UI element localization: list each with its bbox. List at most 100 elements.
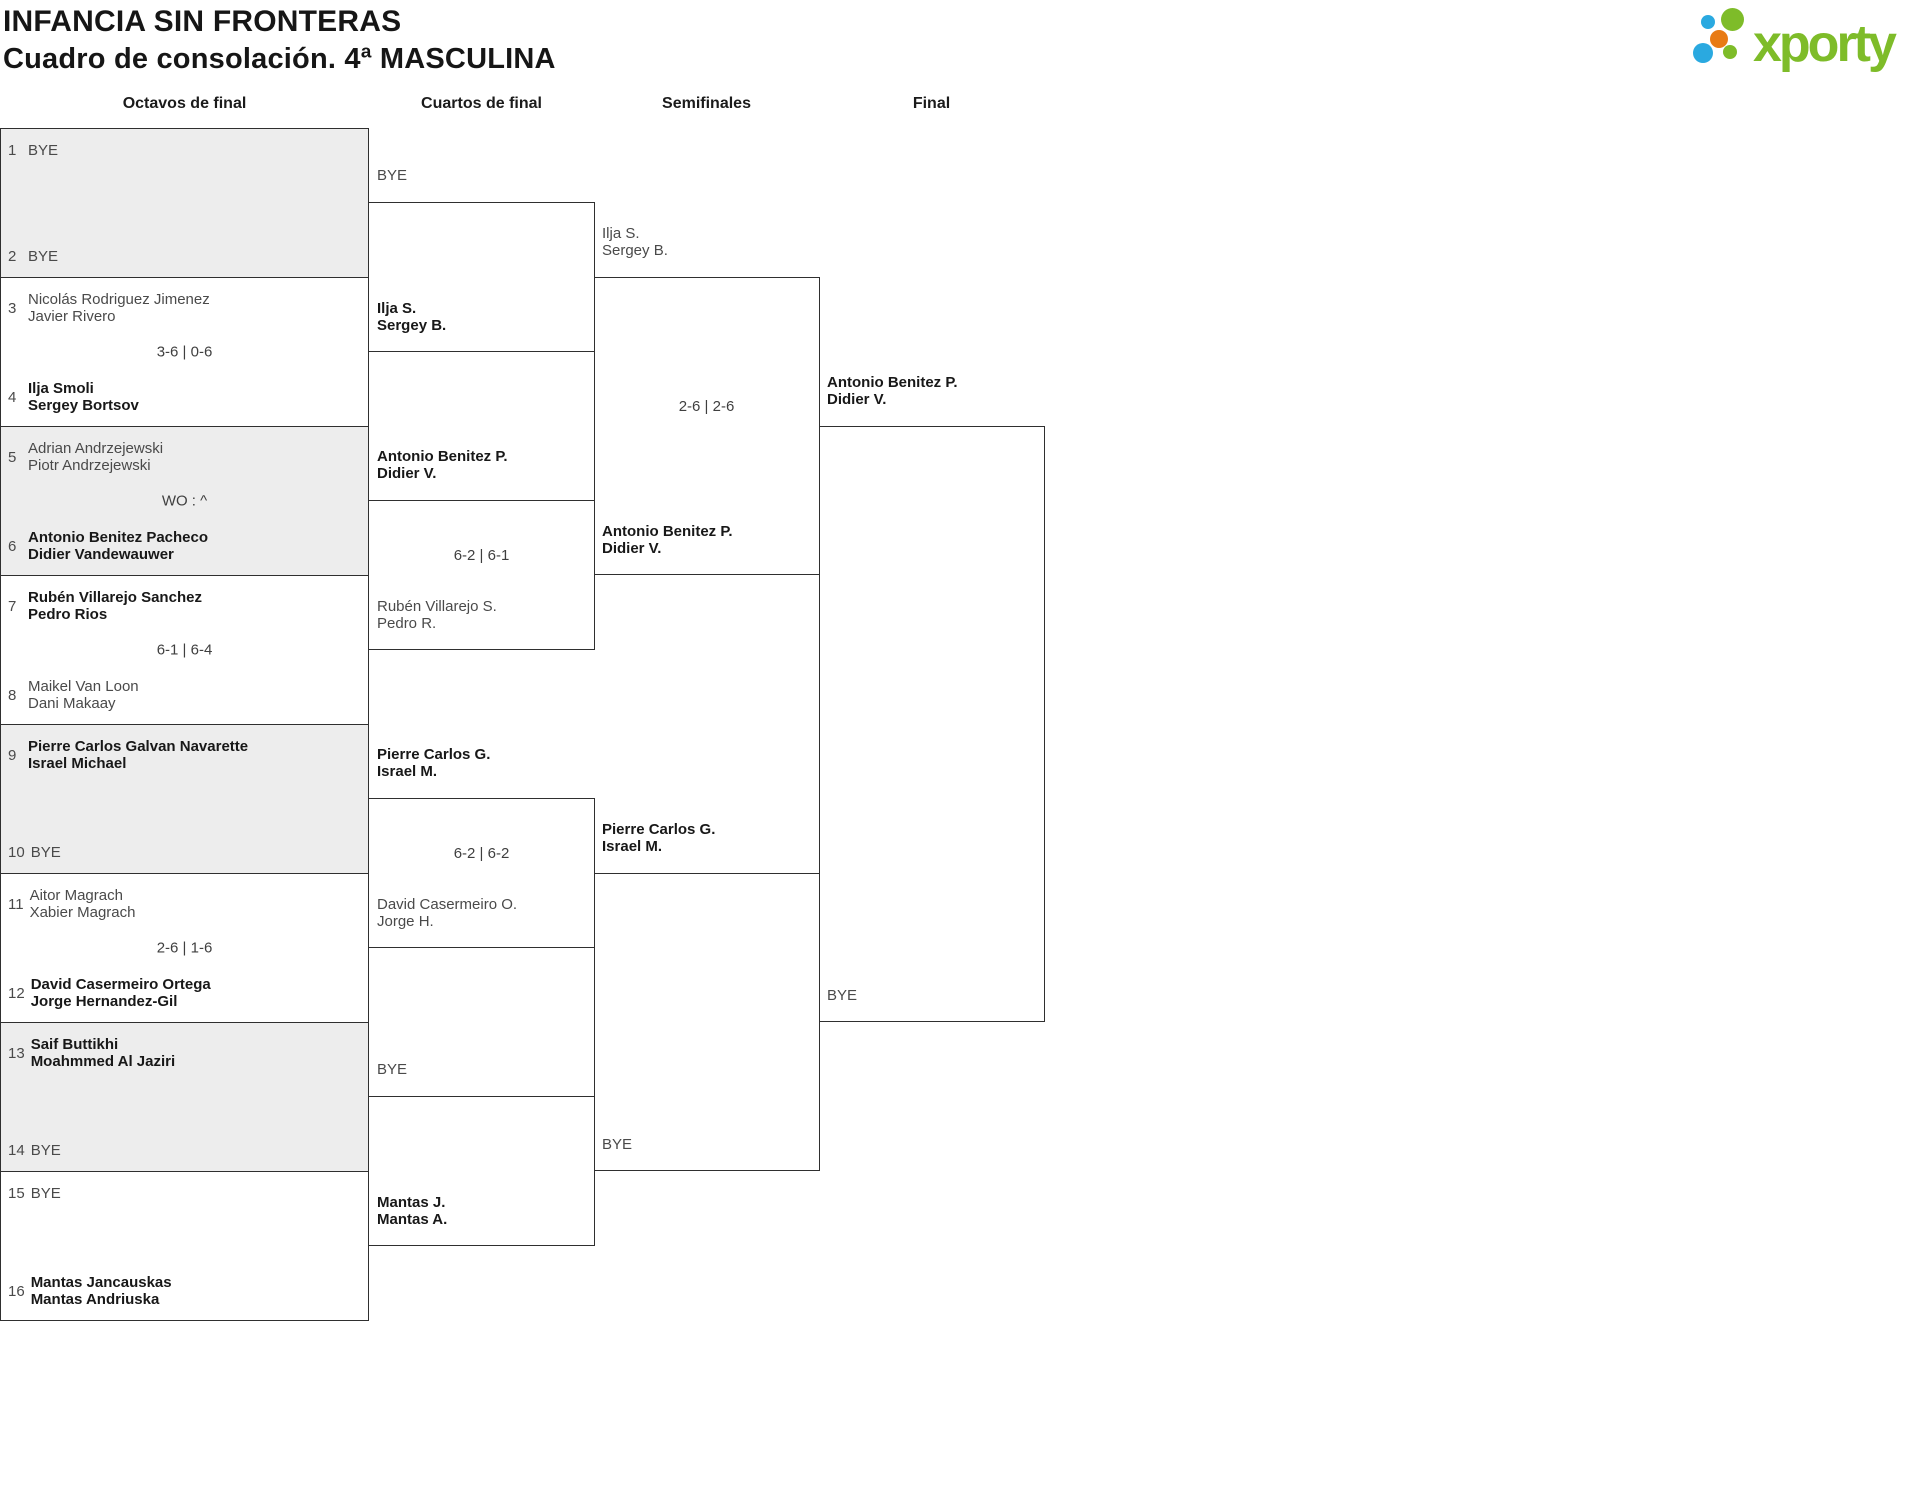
team-name: Xabier Magrach (29, 904, 136, 921)
team-name: Maikel Van Loon (28, 678, 139, 695)
team-name: Jorge Hernandez-Gil (30, 993, 178, 1010)
round-header-cuartos: Cuartos de final (421, 95, 542, 112)
seed-number: 8 (8, 686, 17, 704)
sf1-top-team: Ilja S.Sergey B. (602, 225, 668, 259)
seed-number: 10 (8, 844, 25, 861)
qf1-top-team: BYE (377, 167, 408, 184)
team-name: Antonio Benitez Pacheco (28, 529, 209, 546)
seed-number: 1 (8, 142, 17, 159)
qf3-bottom-team: David Casermeiro O.Jorge H. (377, 896, 518, 930)
team-name: BYE (30, 1142, 61, 1159)
octavos-match-1: 1 BYE 2 BYE (0, 128, 369, 278)
sf1-bottom-team: Antonio Benitez P.Didier V. (602, 523, 733, 557)
logo-dot-green-small (1723, 45, 1737, 59)
team-name: Mantas Jancauskas (30, 1274, 172, 1291)
sf2-bottom-team: BYE (602, 1136, 633, 1153)
team-slot-14: 14 BYE (1, 1142, 368, 1171)
sf1-score: 2-6 | 2-6 (678, 398, 735, 415)
team-name: Ilja Smoli (28, 380, 94, 397)
seed-number: 6 (8, 537, 17, 555)
qf4-top-team: BYE (377, 1061, 408, 1078)
logo-dot-orange (1710, 30, 1728, 48)
team-slot-10: 10 BYE (1, 844, 368, 873)
team-name: Sergey Bortsov (28, 397, 139, 414)
logo-dot-blue-large (1693, 43, 1713, 63)
team-slot-15: 15 BYE (1, 1172, 368, 1202)
seed-number: 5 (8, 448, 17, 466)
team-name: Dani Makaay (28, 695, 116, 712)
match-score: 6-1 | 6-4 (156, 641, 213, 659)
page-header: INFANCIA SIN FRONTERAS Cuadro de consola… (3, 4, 556, 76)
team-name: Pierre Carlos Galvan Navarette (28, 738, 249, 755)
xporty-logo[interactable]: xporty (1690, 0, 1915, 80)
qf4-bottom-team: Mantas J.Mantas A. (377, 1194, 448, 1228)
seed-number: 16 (8, 1282, 25, 1300)
round-header-octavos: Octavos de final (122, 95, 247, 112)
logo-dot-green-large (1721, 8, 1744, 31)
team-slot-1: 1 BYE (1, 129, 368, 159)
team-name: David Casermeiro Ortega (30, 976, 211, 993)
final-top-team: Antonio Benitez P.Didier V. (827, 374, 958, 408)
semifinal-2-box (594, 873, 820, 1171)
round-header-semifinales: Semifinales (662, 95, 751, 112)
qf2-top-team: Antonio Benitez P.Didier V. (377, 448, 508, 482)
seed-number: 15 (8, 1185, 25, 1202)
quarterfinal-2-box (368, 500, 595, 650)
seed-number: 11 (8, 895, 24, 913)
seed-number: 4 (8, 388, 17, 406)
seed-number: 13 (8, 1044, 25, 1062)
team-name: Saif Buttikhi (30, 1036, 119, 1053)
team-name: BYE (28, 142, 59, 159)
seed-number: 3 (8, 299, 17, 317)
round-header-final: Final (912, 95, 951, 112)
final-box (819, 426, 1045, 1022)
team-name: Aitor Magrach (29, 887, 123, 904)
match-score: WO : ^ (161, 492, 208, 510)
seed-number: 2 (8, 248, 17, 265)
team-name: BYE (30, 844, 61, 861)
seed-number: 7 (8, 597, 17, 615)
team-name: BYE (28, 248, 59, 265)
team-name: Pedro Rios (28, 606, 108, 623)
match-score: 3-6 | 0-6 (156, 343, 213, 361)
team-name: Israel Michael (28, 755, 127, 772)
sf2-top-team: Pierre Carlos G.Israel M. (602, 821, 716, 855)
qf2-bottom-team: Rubén Villarejo S.Pedro R. (377, 598, 497, 632)
quarterfinal-4-box (368, 1096, 595, 1246)
logo-dot-blue-small (1701, 15, 1715, 29)
seed-number: 9 (8, 746, 17, 764)
qf1-bottom-team: Ilja S.Sergey B. (377, 300, 447, 334)
page-title: INFANCIA SIN FRONTERAS (3, 5, 402, 38)
match-score: 2-6 | 1-6 (156, 939, 213, 957)
team-name: Nicolás Rodriguez Jimenez (28, 291, 210, 308)
team-name: Adrian Andrzejewski (28, 440, 164, 457)
page-subtitle: Cuadro de consolación. 4ª MASCULINA (3, 43, 556, 75)
team-name: Javier Rivero (28, 308, 116, 325)
qf3-top-team: Pierre Carlos G.Israel M. (377, 746, 491, 780)
team-name: Mantas Andriuska (30, 1291, 160, 1308)
final-bottom-team: BYE (827, 987, 858, 1004)
seed-number: 14 (8, 1142, 25, 1159)
seed-number: 12 (8, 984, 25, 1002)
team-name: Rubén Villarejo Sanchez (28, 589, 202, 606)
qf2-score: 6-2 | 6-1 (453, 547, 510, 564)
